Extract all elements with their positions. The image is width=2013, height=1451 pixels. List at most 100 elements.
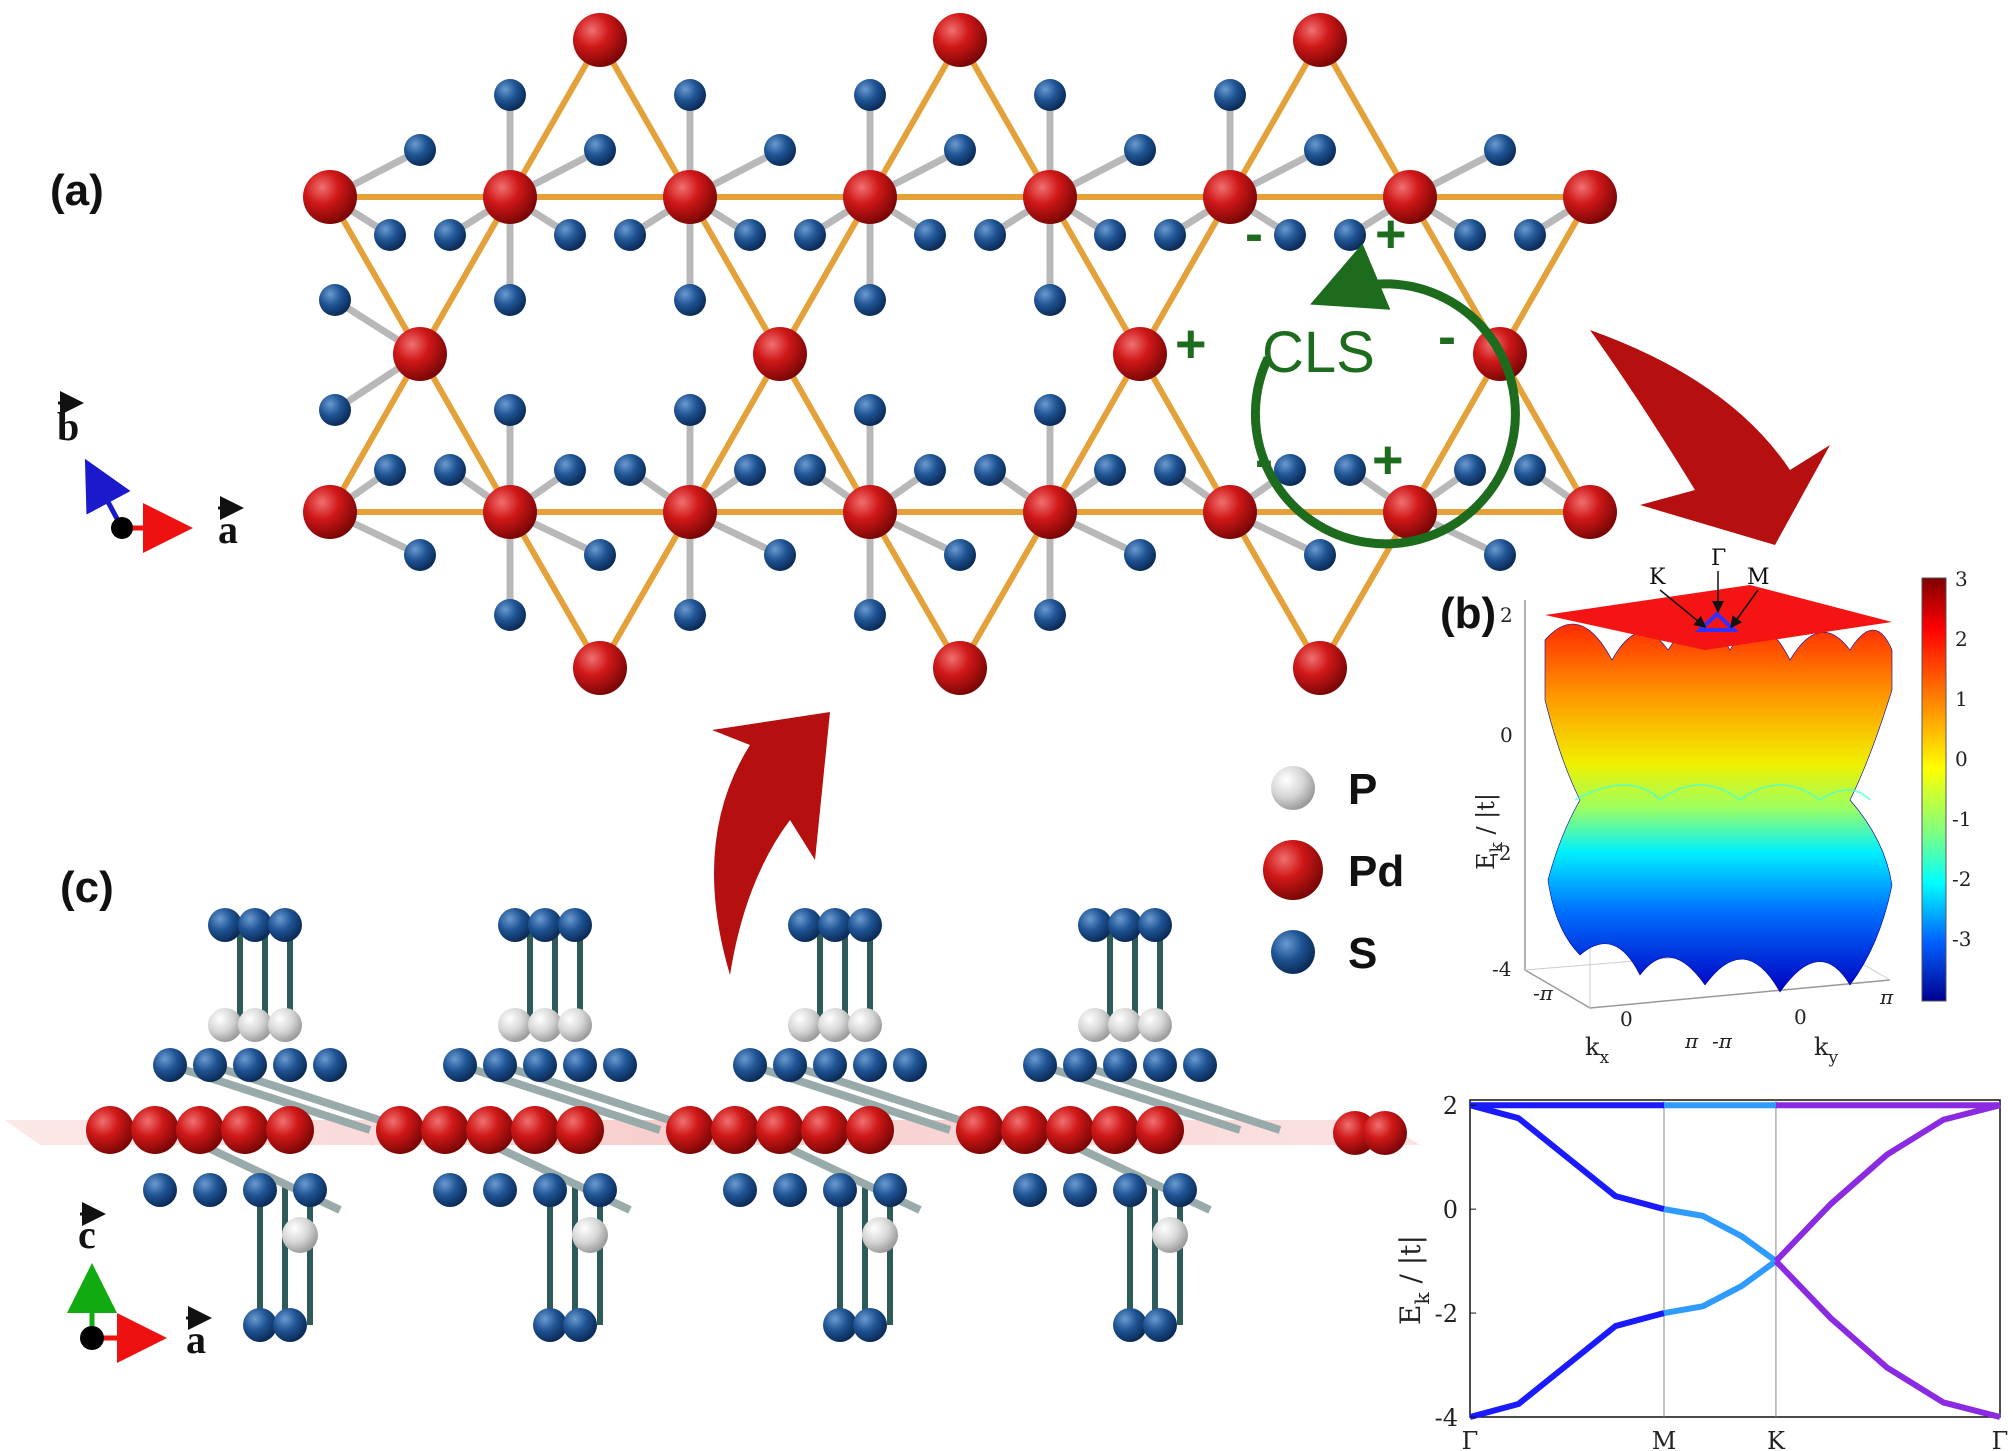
s-atom bbox=[1154, 219, 1186, 251]
brillouin-zone-path bbox=[1694, 611, 1740, 632]
s-atom bbox=[734, 219, 766, 251]
panel-label-a: (a) bbox=[50, 166, 104, 215]
kx-tick-3: π bbox=[1684, 1029, 1699, 1053]
s-atom bbox=[854, 79, 886, 111]
s-atom bbox=[764, 134, 796, 166]
pd-atom bbox=[1023, 485, 1077, 539]
s-atom bbox=[1454, 454, 1486, 486]
s-atom bbox=[1274, 219, 1306, 251]
s-atom bbox=[944, 539, 976, 571]
pd-atom bbox=[1563, 170, 1617, 224]
axis-a2-label: a bbox=[186, 1317, 206, 1362]
pd-atom bbox=[573, 13, 627, 67]
z-tick-m4: -4 bbox=[1492, 957, 1511, 981]
band-line-k- bbox=[1773, 1259, 2001, 1420]
s-atom bbox=[434, 454, 466, 486]
z-tick-0: 0 bbox=[1500, 723, 1513, 747]
arrow-c-to-a bbox=[712, 712, 830, 975]
kx-tick-1: -π bbox=[1533, 981, 1554, 1005]
z-tick-m2: -2 bbox=[1492, 841, 1511, 865]
atom-legend: P Pd S bbox=[1263, 765, 1404, 978]
s-atom bbox=[1484, 539, 1516, 571]
band-line-k- bbox=[1773, 1102, 2001, 1264]
s-atom bbox=[494, 284, 526, 316]
pd-atom bbox=[483, 485, 537, 539]
cbar-tick-m2: -2 bbox=[1952, 867, 1971, 891]
pd-atoms bbox=[303, 13, 1617, 695]
colorbar bbox=[1921, 577, 1947, 1002]
pd-atom bbox=[573, 641, 627, 695]
pd-atom bbox=[303, 485, 357, 539]
axis-c-label: c bbox=[78, 1212, 96, 1257]
s-atom bbox=[764, 539, 796, 571]
compact-localized-state: CLS - + + - - + bbox=[1175, 204, 1520, 549]
panel-a-lattice bbox=[303, 13, 1617, 695]
s-atom bbox=[374, 219, 406, 251]
panel-label-c: (c) bbox=[60, 863, 114, 912]
pd-atom bbox=[1293, 641, 1347, 695]
cbar-tick-m3: -3 bbox=[1952, 927, 1971, 951]
legend-label-pd: Pd bbox=[1348, 847, 1404, 896]
s-atom bbox=[1124, 539, 1156, 571]
unit-block bbox=[376, 908, 702, 1342]
hs-label-gamma: Γ bbox=[1711, 546, 1726, 571]
pd-atom bbox=[933, 13, 987, 67]
s-atom bbox=[1454, 219, 1486, 251]
band-x-tick: Γ bbox=[1462, 1427, 1479, 1451]
s-atom bbox=[614, 219, 646, 251]
s-atoms bbox=[319, 79, 1546, 631]
s-atom bbox=[1214, 79, 1246, 111]
s-atom bbox=[374, 454, 406, 486]
cls-loop-arrow bbox=[1250, 243, 1520, 549]
pd-atom bbox=[1113, 327, 1167, 381]
s-atom bbox=[404, 539, 436, 571]
band-line-m-k bbox=[1663, 1258, 1778, 1317]
pd-atom bbox=[393, 327, 447, 381]
s-atom bbox=[404, 134, 436, 166]
pd-atom bbox=[303, 170, 357, 224]
pd-atom bbox=[843, 485, 897, 539]
s-atom bbox=[1034, 599, 1066, 631]
ky-tick-2: 0 bbox=[1794, 1005, 1807, 1029]
cls-label: CLS bbox=[1262, 320, 1375, 385]
pd-atom bbox=[663, 485, 717, 539]
arrow-a-to-b bbox=[1590, 330, 1830, 545]
pd-atom bbox=[1383, 485, 1437, 539]
hs-label-m: M bbox=[1747, 565, 1770, 590]
s-atom bbox=[974, 219, 1006, 251]
cls-sign-6: + bbox=[1372, 430, 1404, 490]
legend-label-p: P bbox=[1348, 765, 1377, 814]
s-atom bbox=[494, 599, 526, 631]
band-y-ticks: 20-2-4 bbox=[1435, 1092, 1476, 1432]
z-axis-label: Ek / |t| bbox=[1472, 793, 1507, 870]
s-atom bbox=[1034, 284, 1066, 316]
pd-atom bbox=[1203, 485, 1257, 539]
cbar-tick-m1: -1 bbox=[1952, 807, 1971, 831]
cls-sign-5: - bbox=[1255, 430, 1273, 490]
z-tick-2: 2 bbox=[1500, 603, 1513, 627]
cbar-tick-0: 0 bbox=[1955, 747, 1968, 771]
cbar-tick-1: 1 bbox=[1955, 687, 1968, 711]
axis-a-label: a bbox=[218, 507, 238, 552]
cls-sign-3: + bbox=[1175, 314, 1207, 374]
s-atom bbox=[1514, 454, 1546, 486]
unit-block bbox=[666, 908, 992, 1342]
pd-atom bbox=[1383, 170, 1437, 224]
cls-sign-1: - bbox=[1245, 204, 1263, 264]
pd-atom bbox=[483, 170, 537, 224]
pd-atom bbox=[663, 170, 717, 224]
s-atom bbox=[854, 394, 886, 426]
s-atom bbox=[1034, 79, 1066, 111]
s-atom bbox=[914, 219, 946, 251]
legend-label-s: S bbox=[1348, 929, 1377, 978]
s-atom bbox=[854, 284, 886, 316]
band-line--m bbox=[1469, 1102, 1665, 1213]
s-atom bbox=[674, 79, 706, 111]
s-atom bbox=[674, 394, 706, 426]
s-atom bbox=[674, 599, 706, 631]
cbar-tick-3: 3 bbox=[1955, 567, 1968, 591]
s-atom bbox=[1094, 219, 1126, 251]
s-atom bbox=[554, 219, 586, 251]
